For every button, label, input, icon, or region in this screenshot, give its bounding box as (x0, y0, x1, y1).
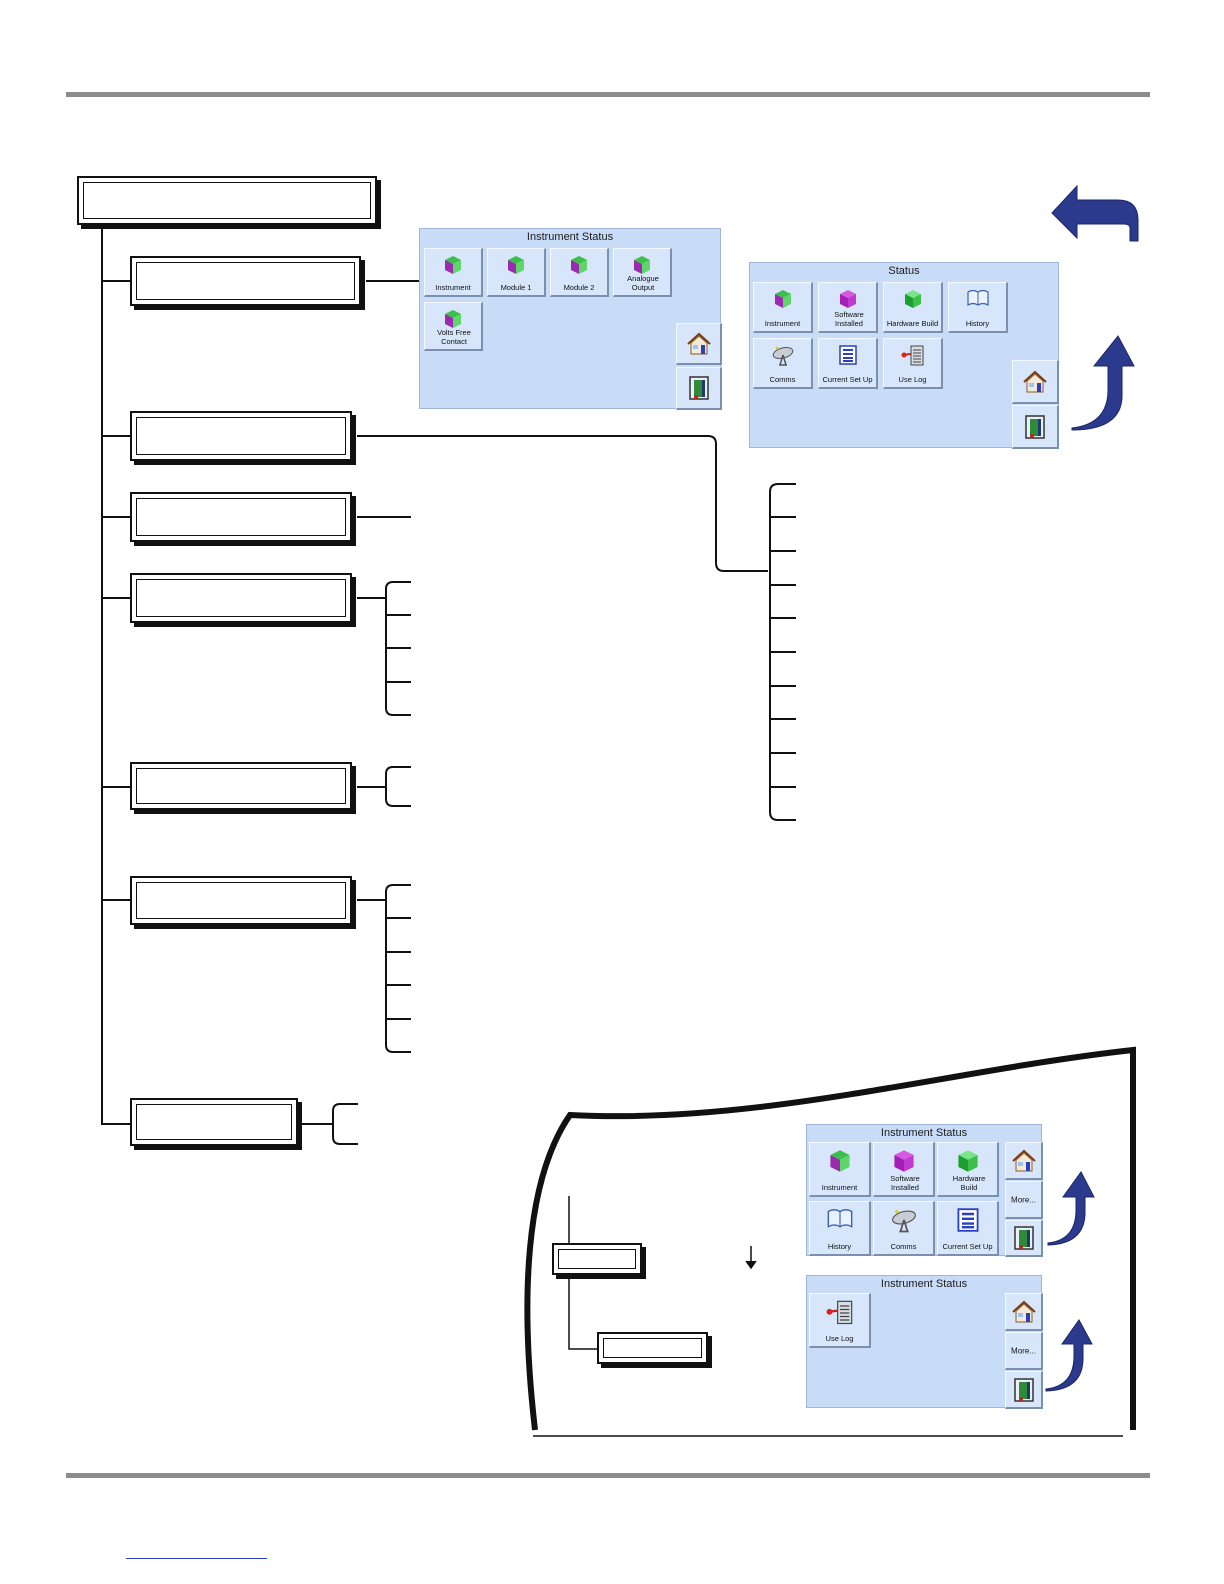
up-arrow-icon (1071, 335, 1135, 431)
status-screen: Status Instrument Software Installed Har… (749, 262, 1059, 449)
back-arrow-icon (1051, 184, 1139, 242)
cube-icon (957, 1150, 978, 1172)
log-icon (826, 1300, 852, 1325)
menu-box-4[interactable] (130, 573, 352, 623)
history-tile[interactable]: History (948, 282, 1008, 333)
cube-icon (774, 290, 791, 308)
instrument-status-screen-page-1: Instrument Status Instrument Software In… (806, 1124, 1043, 1257)
software-installed-tile[interactable]: Software Installed (818, 282, 878, 333)
history-tile[interactable]: History (809, 1201, 871, 1256)
footer-rule (66, 1473, 1150, 1478)
instrument-status-screen: Instrument Status Instrument Module 1 Mo… (419, 228, 722, 410)
up-arrow-icon (1045, 1319, 1093, 1392)
exit-door-icon (1013, 1377, 1034, 1402)
module-2-tile[interactable]: Module 2 (550, 248, 609, 297)
exit-door-icon (1025, 414, 1045, 439)
home-button[interactable] (1012, 360, 1059, 404)
book-icon (966, 289, 989, 307)
hardware-build-tile[interactable]: Hardware Build (937, 1142, 999, 1197)
more-button[interactable]: More... (1005, 1181, 1043, 1219)
cube-icon (445, 310, 461, 328)
satellite-dish-icon (891, 1209, 916, 1233)
menu-box-2[interactable] (130, 411, 352, 461)
screen-title: Status (888, 265, 920, 277)
module-1-tile[interactable]: Module 1 (487, 248, 546, 297)
volts-free-contact-tile[interactable]: Volts Free Contact (424, 302, 483, 351)
instrument-tile[interactable]: Instrument (809, 1142, 871, 1197)
menu-box-5[interactable] (130, 762, 352, 810)
menu-box-instrument-status[interactable] (130, 256, 361, 306)
menu-box-6[interactable] (130, 876, 352, 925)
log-icon (901, 345, 923, 366)
cube-icon (634, 256, 650, 274)
book-icon (827, 1209, 852, 1228)
exit-button[interactable] (1012, 405, 1059, 449)
cube-icon (893, 1150, 914, 1172)
screen-title: Instrument Status (526, 231, 614, 243)
home-icon (1011, 1300, 1036, 1322)
home-button[interactable] (1005, 1142, 1043, 1180)
cube-icon (839, 290, 856, 308)
inset-callout-outline (524, 1046, 1136, 1431)
menu-box-3[interactable] (130, 492, 352, 542)
cube-icon (508, 256, 524, 274)
more-button[interactable]: More... (1005, 1332, 1043, 1370)
use-log-tile[interactable]: Use Log (883, 338, 943, 389)
exit-button[interactable] (1005, 1220, 1043, 1257)
cube-icon (445, 256, 461, 274)
cube-icon (829, 1150, 850, 1172)
cube-icon (904, 290, 921, 308)
menu-box-7[interactable] (130, 1098, 298, 1146)
exit-button[interactable] (1005, 1371, 1043, 1409)
comms-tile[interactable]: Comms (753, 338, 813, 389)
inset-box-1[interactable] (552, 1243, 642, 1275)
screen-title: Instrument Status (880, 1127, 968, 1139)
instrument-status-screen-page-2: Instrument Status Use Log More... (806, 1275, 1043, 1409)
home-button[interactable] (676, 323, 722, 365)
current-set-up-tile[interactable]: Current Set Up (818, 338, 878, 389)
footer-link-underline[interactable] (126, 1558, 267, 1559)
list-icon (957, 1208, 978, 1232)
instrument-tile[interactable]: Instrument (753, 282, 813, 333)
comms-tile[interactable]: Comms (873, 1201, 935, 1256)
up-arrow-icon (1047, 1171, 1095, 1246)
home-button[interactable] (1005, 1293, 1043, 1331)
home-icon (1023, 370, 1047, 392)
exit-door-icon (1013, 1226, 1034, 1250)
home-icon (686, 332, 711, 354)
use-log-tile[interactable]: Use Log (809, 1293, 871, 1348)
cube-icon (571, 256, 587, 274)
header-rule (66, 92, 1150, 97)
inset-box-2[interactable] (597, 1332, 708, 1364)
home-icon (1011, 1149, 1036, 1171)
exit-button[interactable] (676, 367, 722, 410)
exit-door-icon (688, 376, 709, 400)
instrument-tile[interactable]: Instrument (424, 248, 483, 297)
menu-box-root[interactable] (77, 176, 377, 225)
hardware-build-tile[interactable]: Hardware Build (883, 282, 943, 333)
list-icon (838, 345, 857, 365)
screen-title: Instrument Status (880, 1278, 968, 1290)
current-set-up-tile[interactable]: Current Set Up (937, 1201, 999, 1256)
satellite-dish-icon (772, 346, 793, 366)
software-installed-tile[interactable]: Software Installed (873, 1142, 935, 1197)
analogue-output-tile[interactable]: Analogue Output (613, 248, 672, 297)
